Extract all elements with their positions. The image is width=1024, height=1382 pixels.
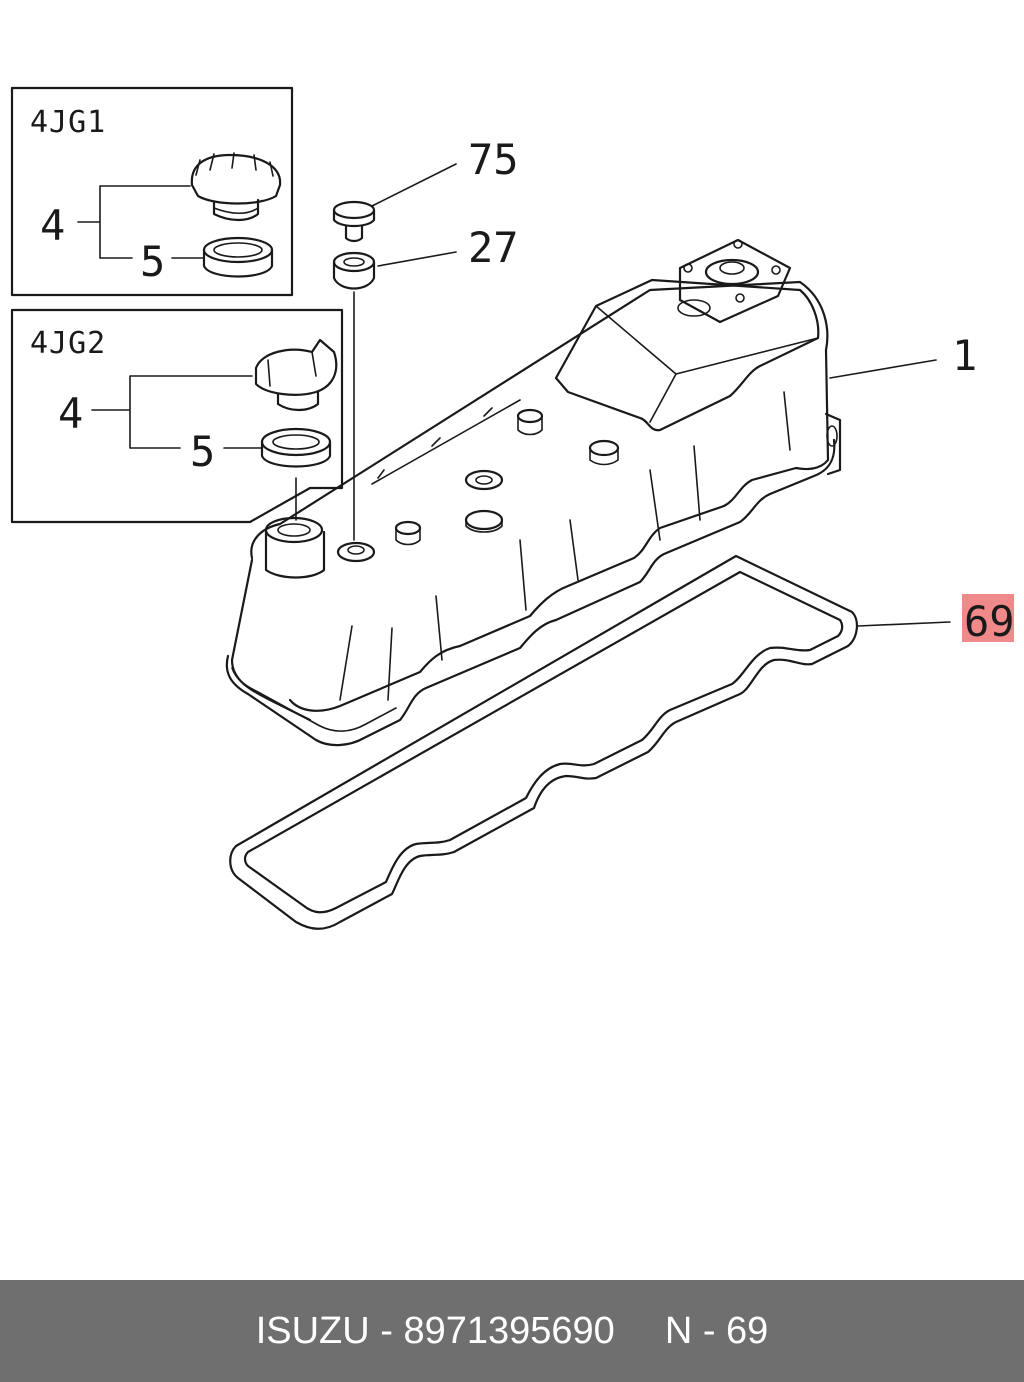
- inset-4jg1: 4JG1 4 5: [10, 86, 294, 297]
- parts-diagram: 4JG1 4 5 4JG2 4 5: [10, 86, 1015, 930]
- seal-ring-4jg2-icon: [260, 427, 332, 468]
- footer-reference: N - 69: [664, 1309, 769, 1352]
- oil-cap-4jg1-icon: [190, 152, 282, 222]
- seal-ring-4jg1-icon: [202, 236, 274, 278]
- callout-grommet: 27: [468, 223, 519, 272]
- callout-bolt: 75: [468, 135, 519, 184]
- rocker-cover-icon: [225, 238, 842, 747]
- footer-part-number: ISUZU - 8971395690: [255, 1309, 615, 1352]
- inset-4jg1-callout-seal: 5: [140, 237, 165, 286]
- inset-4jg2-label: 4JG2: [30, 326, 106, 361]
- inset-4jg2-callout-seal: 5: [190, 427, 215, 476]
- oil-cap-4jg2-icon: [254, 338, 338, 412]
- inset-4jg1-callout-cap: 4: [40, 201, 65, 250]
- callout-gasket-highlight: [962, 594, 1014, 642]
- callout-cover: 1: [952, 331, 977, 380]
- gasket-icon: [229, 554, 858, 930]
- inset-4jg2: 4JG2 4 5: [10, 308, 344, 524]
- grommet-icon: [332, 251, 376, 290]
- inset-4jg1-label: 4JG1: [30, 105, 106, 140]
- callout-gasket: 69: [964, 597, 1015, 646]
- bolt-icon: [332, 200, 376, 243]
- footer-bar: ISUZU - 8971395690 N - 69: [0, 1280, 1024, 1382]
- inset-4jg2-callout-cap: 4: [58, 389, 83, 438]
